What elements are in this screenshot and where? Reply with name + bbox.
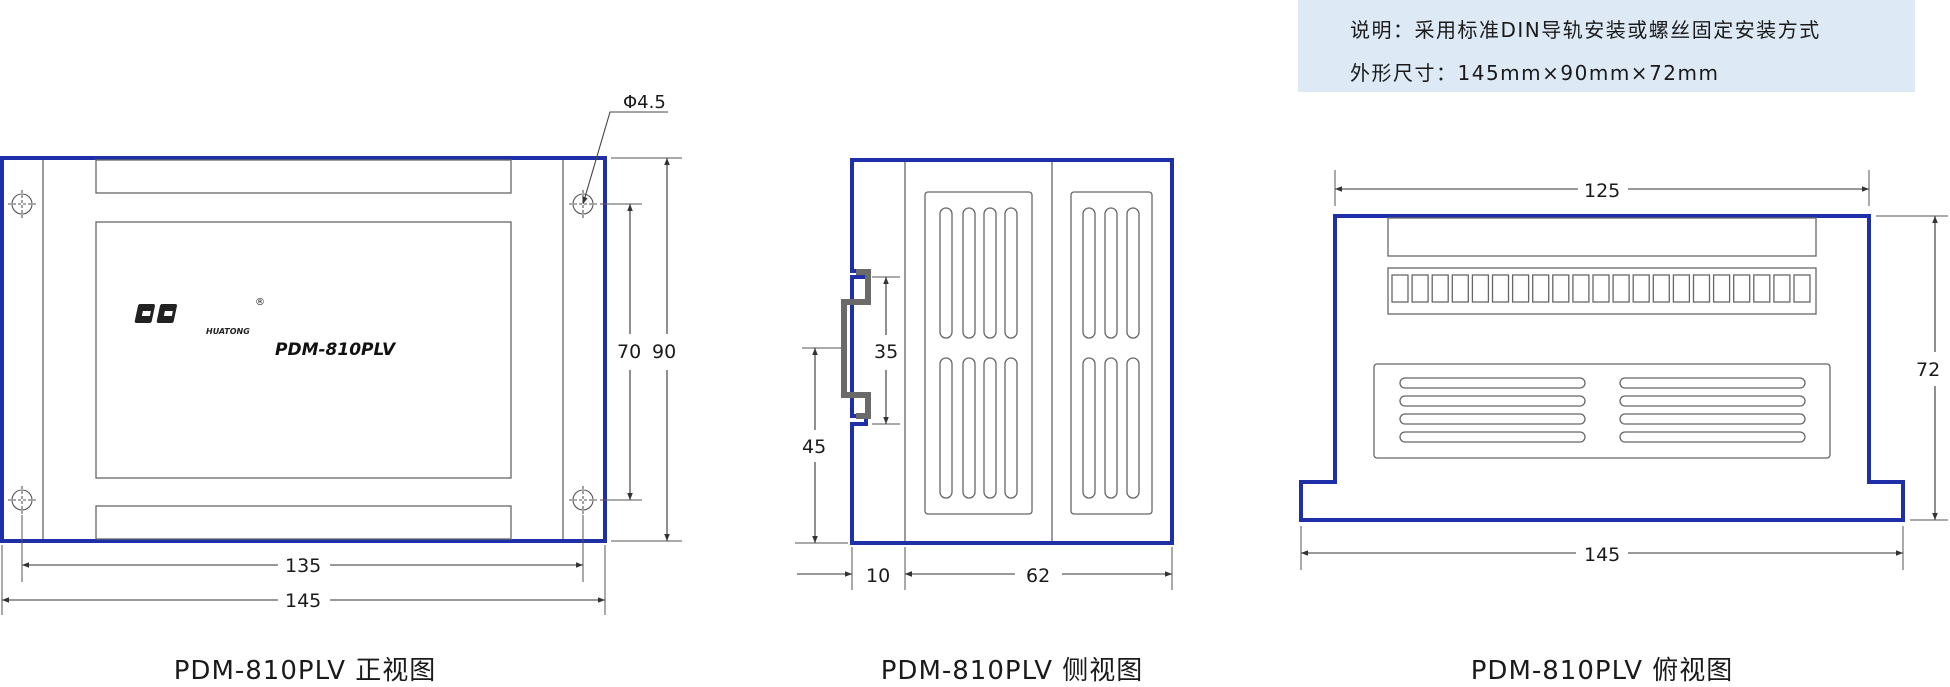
terminal-cell [1612,274,1630,303]
terminal-cell [1552,274,1570,303]
terminal-cell [1753,274,1771,303]
terminal-row [1391,274,1811,303]
terminal-cell [1491,274,1510,303]
dim-35-label: 35 [874,341,898,363]
front-bottom-slot [95,505,512,540]
huatong-logo-icon [134,304,178,323]
terminal-block [1387,267,1817,315]
mount-hole-icon [8,190,36,218]
dim-145-top-label: 145 [1584,544,1620,566]
dim-10-label: 10 [866,565,890,587]
terminal-cell [1451,274,1469,303]
terminal-cell [1652,274,1670,303]
top-view: 125 72 145 [1299,170,1948,570]
logo-registered-mark: ® [255,297,265,308]
terminal-cell [1431,274,1449,303]
dim-125-label: 125 [1584,180,1620,202]
front-view-caption: PDM-810PLV 正视图 [173,656,437,686]
terminal-cell [1733,274,1751,303]
front-top-slot [95,159,512,194]
dim-70-label: 70 [617,341,641,363]
installation-note: 说明：采用标准DIN导轨安装或螺丝固定安装方式 外形尺寸：145mm×90mm×… [1298,0,1915,92]
hole-leader-line [582,111,668,205]
vent-panel-large [924,191,1033,515]
terminal-cell [1572,274,1590,303]
top-outer-frame [1299,214,1905,522]
din-rail-clip [841,269,871,419]
dim-45-label: 45 [802,436,826,458]
front-view: ® HUATONG PDM-810PLV Φ4.5 70 90 135 145 [0,92,682,615]
terminal-cell [1391,274,1409,303]
side-view: 35 45 10 62 [795,158,1174,590]
terminal-cell [1471,274,1490,303]
note-line-mounting: 说明：采用标准DIN导轨安装或螺丝固定安装方式 [1350,18,1821,42]
logo-brand-text: HUATONG [206,327,250,336]
side-outer-frame [850,158,1174,545]
terminal-cell [1672,274,1691,303]
top-vent-slots [1399,377,1806,443]
terminal-cell [1511,274,1530,303]
dim-135-label: 135 [285,555,321,577]
vent-panel-small [1070,191,1153,515]
top-header-strip [1387,217,1817,257]
dim-145-label: 145 [285,590,321,612]
terminal-cell [1793,274,1811,303]
side-view-caption: PDM-810PLV 侧视图 [880,656,1144,686]
dim-90-label: 90 [652,341,676,363]
terminal-cell [1632,274,1650,303]
top-view-caption: PDM-810PLV 俯视图 [1470,656,1734,686]
dim-62-label: 62 [1026,565,1050,587]
terminal-cell [1712,274,1731,303]
note-line-dimensions: 外形尺寸：145mm×90mm×72mm [1350,61,1720,85]
terminal-cell [1592,274,1610,303]
mount-hole-icon [8,486,36,514]
model-label: PDM-810PLV [275,340,397,360]
mount-hole-icon [569,190,597,218]
vent-slots [939,207,1140,499]
dim-72-label: 72 [1916,359,1940,381]
terminal-cell [1411,274,1429,303]
terminal-cell [1773,274,1791,303]
top-vent-panel [1373,363,1831,459]
mount-hole-icon [569,486,597,514]
terminal-cell [1532,274,1550,303]
hole-diameter-label: Φ4.5 [623,92,666,113]
front-label-panel [95,221,512,479]
terminal-cell [1692,274,1711,303]
